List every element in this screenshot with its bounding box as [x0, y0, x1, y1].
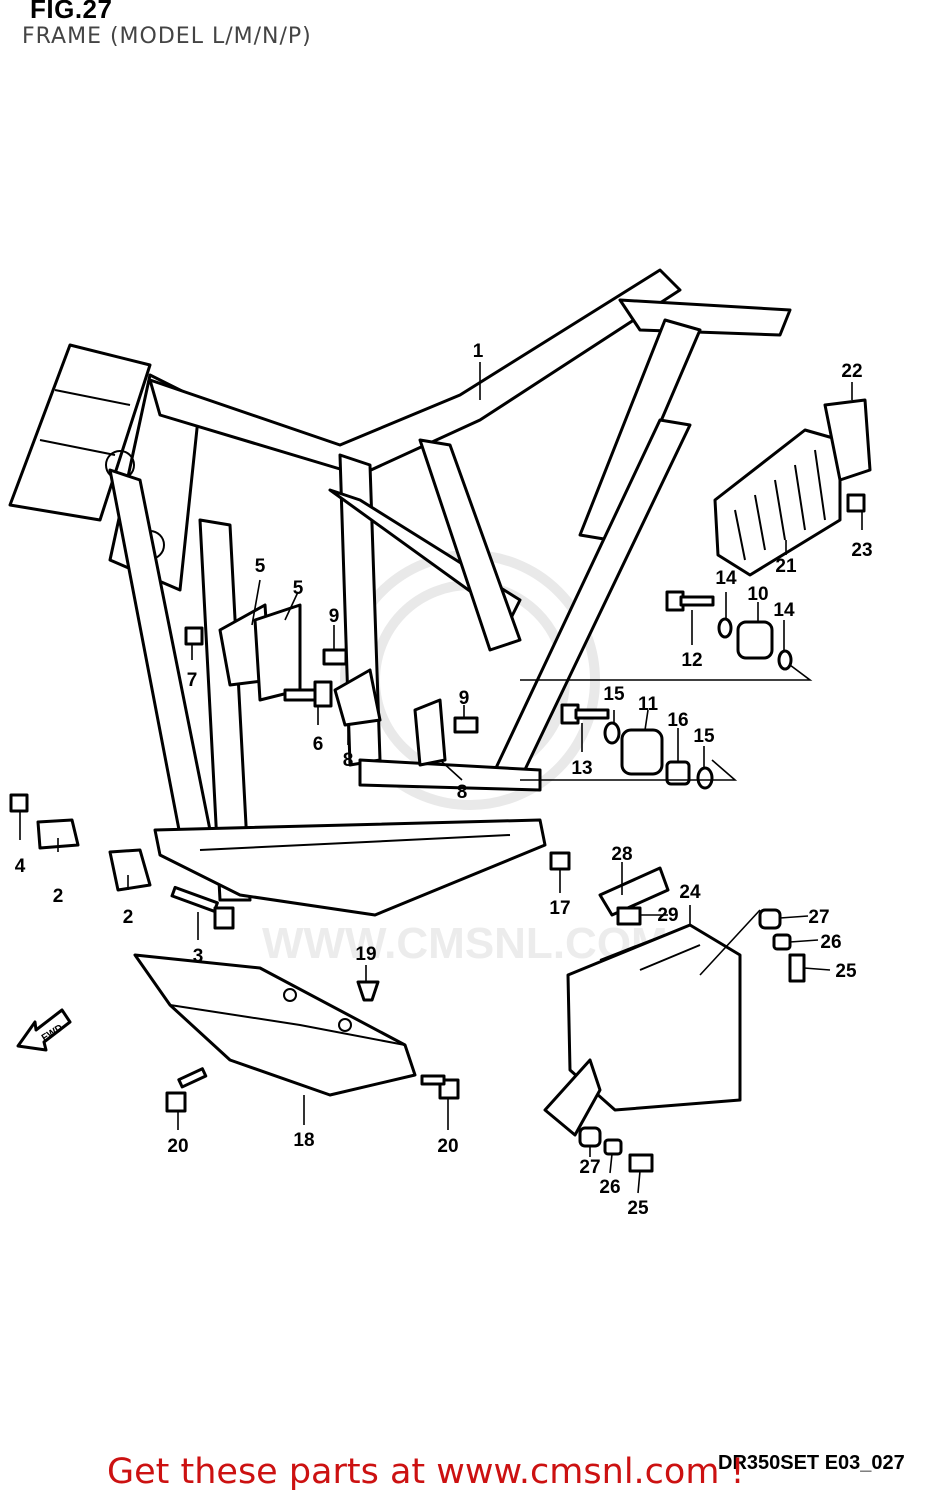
callout-27a: 27 [808, 907, 829, 928]
bolt-6 [283, 680, 333, 708]
callout-3: 3 [193, 946, 204, 967]
callout-9a: 9 [329, 606, 340, 627]
reflector-21 [713, 428, 842, 577]
diagram-code: DR350SET E03_027 [718, 1452, 905, 1474]
callout-25a: 25 [835, 961, 857, 982]
bracket-28 [598, 866, 670, 917]
bolt-20b [420, 1074, 460, 1100]
washer-15b [696, 766, 714, 790]
callout-1: 1 [473, 341, 484, 362]
callout-17: 17 [549, 898, 570, 919]
washer-14a [717, 617, 733, 639]
callout-8a: 8 [343, 750, 354, 771]
collar-26a [772, 933, 792, 951]
callout-5a: 5 [255, 556, 266, 577]
bolt-29 [616, 906, 642, 926]
shop-link-banner[interactable]: Get these parts at www.cmsnl.com ! [107, 1452, 745, 1492]
bolt-3 [170, 885, 235, 930]
callout-27b: 27 [579, 1157, 600, 1178]
callout-2b: 2 [123, 907, 134, 928]
fwd-arrow: FWD [16, 1008, 72, 1052]
callout-2a: 2 [53, 886, 64, 907]
callout-20a: 20 [167, 1136, 188, 1157]
bolt-9a [322, 648, 348, 666]
callout-23: 23 [851, 540, 872, 561]
bolt-20a [165, 1067, 208, 1113]
screw-23 [846, 493, 866, 513]
plate-2a [36, 818, 80, 850]
collar-11 [620, 728, 664, 776]
callout-26b: 26 [599, 1177, 620, 1198]
callout-18: 18 [293, 1130, 314, 1151]
callout-11: 11 [638, 694, 659, 715]
figure-number: FIG.27 [30, 0, 113, 24]
callout-20b: 20 [437, 1136, 458, 1157]
callout-19: 19 [355, 944, 376, 965]
bolt-25b [628, 1153, 654, 1173]
callout-10: 10 [747, 584, 768, 605]
nut-7 [184, 626, 204, 646]
engine-brackets-8 [333, 668, 447, 767]
callout-28: 28 [611, 844, 632, 865]
battery-box-24 [543, 923, 742, 1137]
callout-14a: 14 [715, 568, 737, 589]
callout-22: 22 [841, 361, 862, 382]
skid-plate-18 [133, 953, 417, 1097]
callout-16: 16 [667, 710, 688, 731]
callout-25b: 25 [627, 1198, 649, 1219]
leader-lines [19, 362, 863, 1194]
nut-4 [9, 793, 29, 813]
callout-12: 12 [681, 650, 702, 671]
callout-numbers: 1 2 2 3 4 5 5 6 7 8 8 9 9 10 11 12 13 14… [15, 341, 873, 1219]
figure-subtitle: FRAME (MODEL L/M/N/P) [22, 24, 312, 49]
bolt-9b [453, 716, 479, 734]
callout-4: 4 [15, 856, 26, 877]
grommet-27b [578, 1126, 602, 1148]
bracket-22 [823, 398, 872, 482]
engine-brackets-5 [218, 603, 302, 702]
callout-14b: 14 [773, 600, 795, 621]
callout-13: 13 [571, 758, 592, 779]
nut-17 [549, 851, 571, 871]
callout-8b: 8 [457, 782, 468, 803]
grommet-27a [758, 908, 782, 930]
callout-21: 21 [775, 556, 797, 577]
callout-7: 7 [187, 670, 198, 691]
callout-6: 6 [313, 734, 324, 755]
plug-19 [356, 980, 380, 1002]
plate-2b [108, 848, 152, 892]
callout-24: 24 [679, 882, 701, 903]
callout-15a: 15 [603, 684, 625, 705]
bolt-12 [665, 590, 715, 612]
callout-29: 29 [657, 905, 678, 926]
washer-15a [603, 721, 621, 745]
callout-26a: 26 [820, 932, 841, 953]
bolt-13 [560, 703, 610, 725]
collar-10 [736, 620, 774, 660]
callout-9b: 9 [459, 688, 470, 709]
bolt-25a [788, 953, 806, 983]
washer-14b [777, 649, 793, 671]
callout-15b: 15 [693, 726, 715, 747]
collar-26b [603, 1138, 623, 1156]
callout-5b: 5 [293, 578, 304, 599]
